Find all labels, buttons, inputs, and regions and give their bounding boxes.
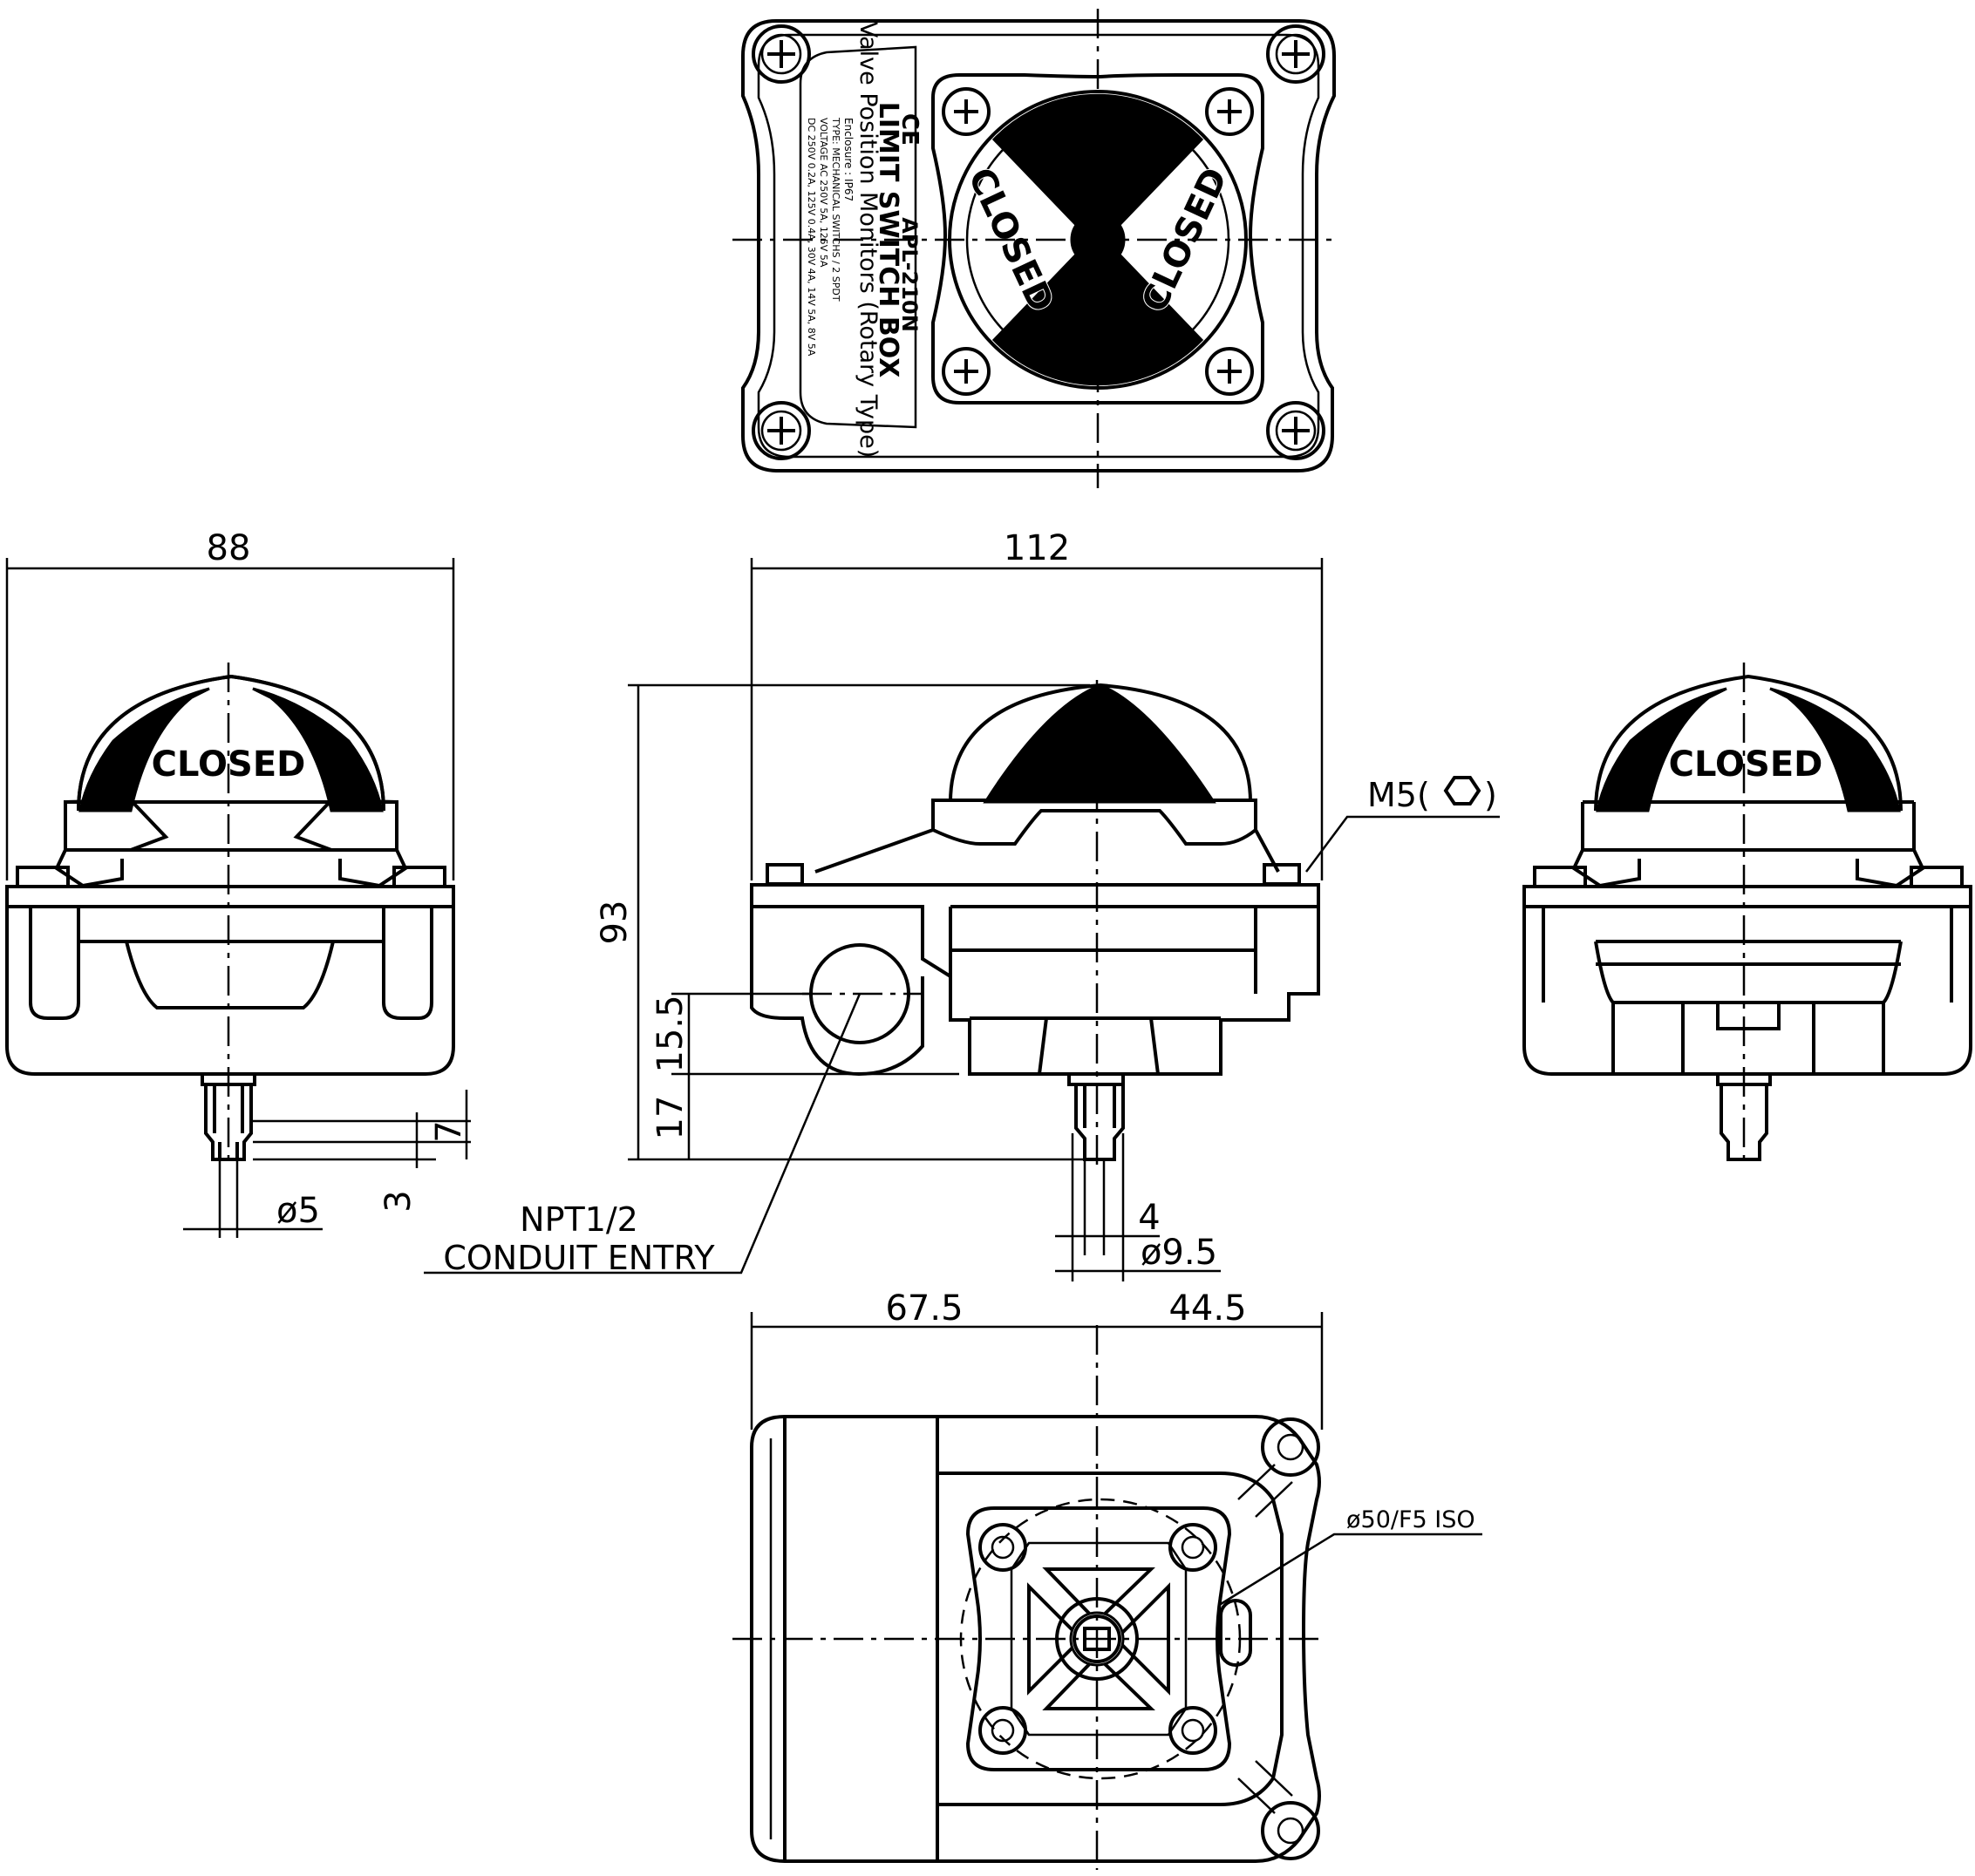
left-side-view: CLOSED: [5, 663, 455, 1161]
dim-shaft-step: 7: [429, 1120, 469, 1142]
ce-mark: CE: [896, 113, 923, 146]
voltage-ac: VOLTAGE AC 250V 5A, 125V 5A: [818, 118, 829, 268]
dim-shaft-dia-small: ø5: [276, 1191, 320, 1231]
voltage-dc: DC 250V 0.2A, 125V 0.4A, 30V 4A, 14V 5A,…: [806, 118, 817, 357]
bottom-view: [732, 1325, 1325, 1870]
screw-icon: [942, 347, 991, 396]
indicator-label-side-right: CLOSED: [1669, 744, 1823, 785]
screw-icon: [942, 87, 991, 136]
right-side-view: CLOSED: [1522, 663, 1972, 1168]
screw-icon: [752, 24, 811, 84]
dim-shaft-flat: 4: [1138, 1198, 1160, 1238]
screw-icon: [752, 401, 811, 460]
dimension-labels: 88 112 93 15.5 17 7 3 ø5 4 ø9.5 67.5 44.…: [207, 528, 1497, 1533]
dimension-lines: [5, 558, 1500, 1606]
bolt-callout-close: ): [1484, 776, 1497, 814]
dim-height-total: 93: [595, 901, 635, 945]
dim-width-front: 112: [1004, 528, 1070, 568]
model-number: APL-210N: [897, 217, 922, 332]
front-view: [750, 680, 1320, 1168]
dim-shaft-height: 17: [650, 1096, 691, 1140]
dim-conduit-height: 15.5: [650, 995, 691, 1072]
hex-icon: [1443, 776, 1481, 805]
screw-icon: [1205, 87, 1254, 136]
dim-shaft-tip: 3: [378, 1190, 419, 1212]
dim-bottom-right: 44.5: [1168, 1288, 1246, 1329]
enclosure-rating: Enclosure : IP67: [842, 118, 855, 201]
dim-width-left: 88: [207, 528, 251, 568]
screw-icon: [1205, 347, 1254, 396]
conduit-callout-line1: NPT1/2: [520, 1200, 638, 1239]
conduit-callout-line2: CONDUIT ENTRY: [443, 1239, 715, 1277]
screw-icon: [1266, 401, 1325, 460]
screw-icon: [1266, 24, 1325, 84]
mounting-callout: ø50/F5 ISO: [1346, 1506, 1475, 1533]
dim-bottom-left: 67.5: [885, 1288, 963, 1329]
bolt-callout: M5(: [1367, 776, 1430, 814]
switch-type: TYPE: MECHANICAL SWITCHS / 2 SPDT: [830, 117, 841, 302]
top-view: CLOSED CLOSED CE APL-210N LIMIT SWITCH B…: [732, 9, 1336, 488]
dim-shaft-dia-large: ø9.5: [1141, 1233, 1217, 1273]
